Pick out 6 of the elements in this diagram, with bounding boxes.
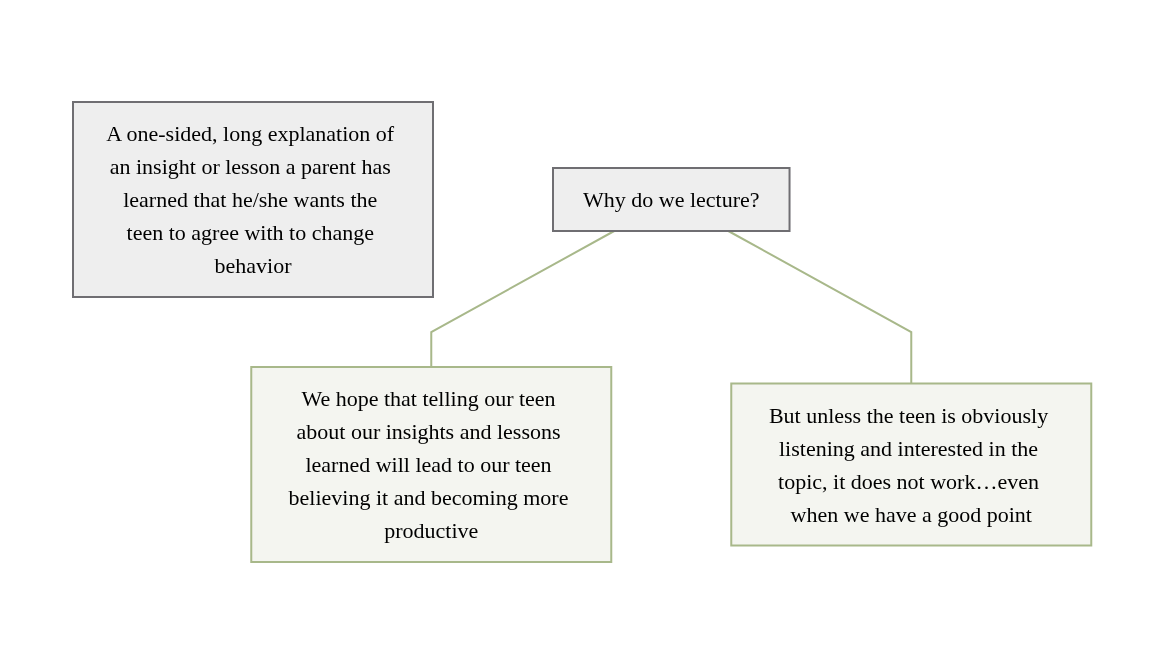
node-box: Why do we lecture?: [551, 167, 791, 232]
connector: [430, 230, 616, 368]
node-box: A one-sided, long explanation of an insight or lesson a parent has learned that he/she wants the teen to agree with to change behavior: [71, 101, 434, 298]
node-box: We hope that telling our teen about our insights and lessons learned will lead to our teen believing it and becoming more productive: [250, 366, 613, 563]
connector: [727, 230, 913, 385]
node-box: But unless the teen is obviously listening and interested in the topic, it does not work…even when we have a good point: [730, 382, 1093, 547]
